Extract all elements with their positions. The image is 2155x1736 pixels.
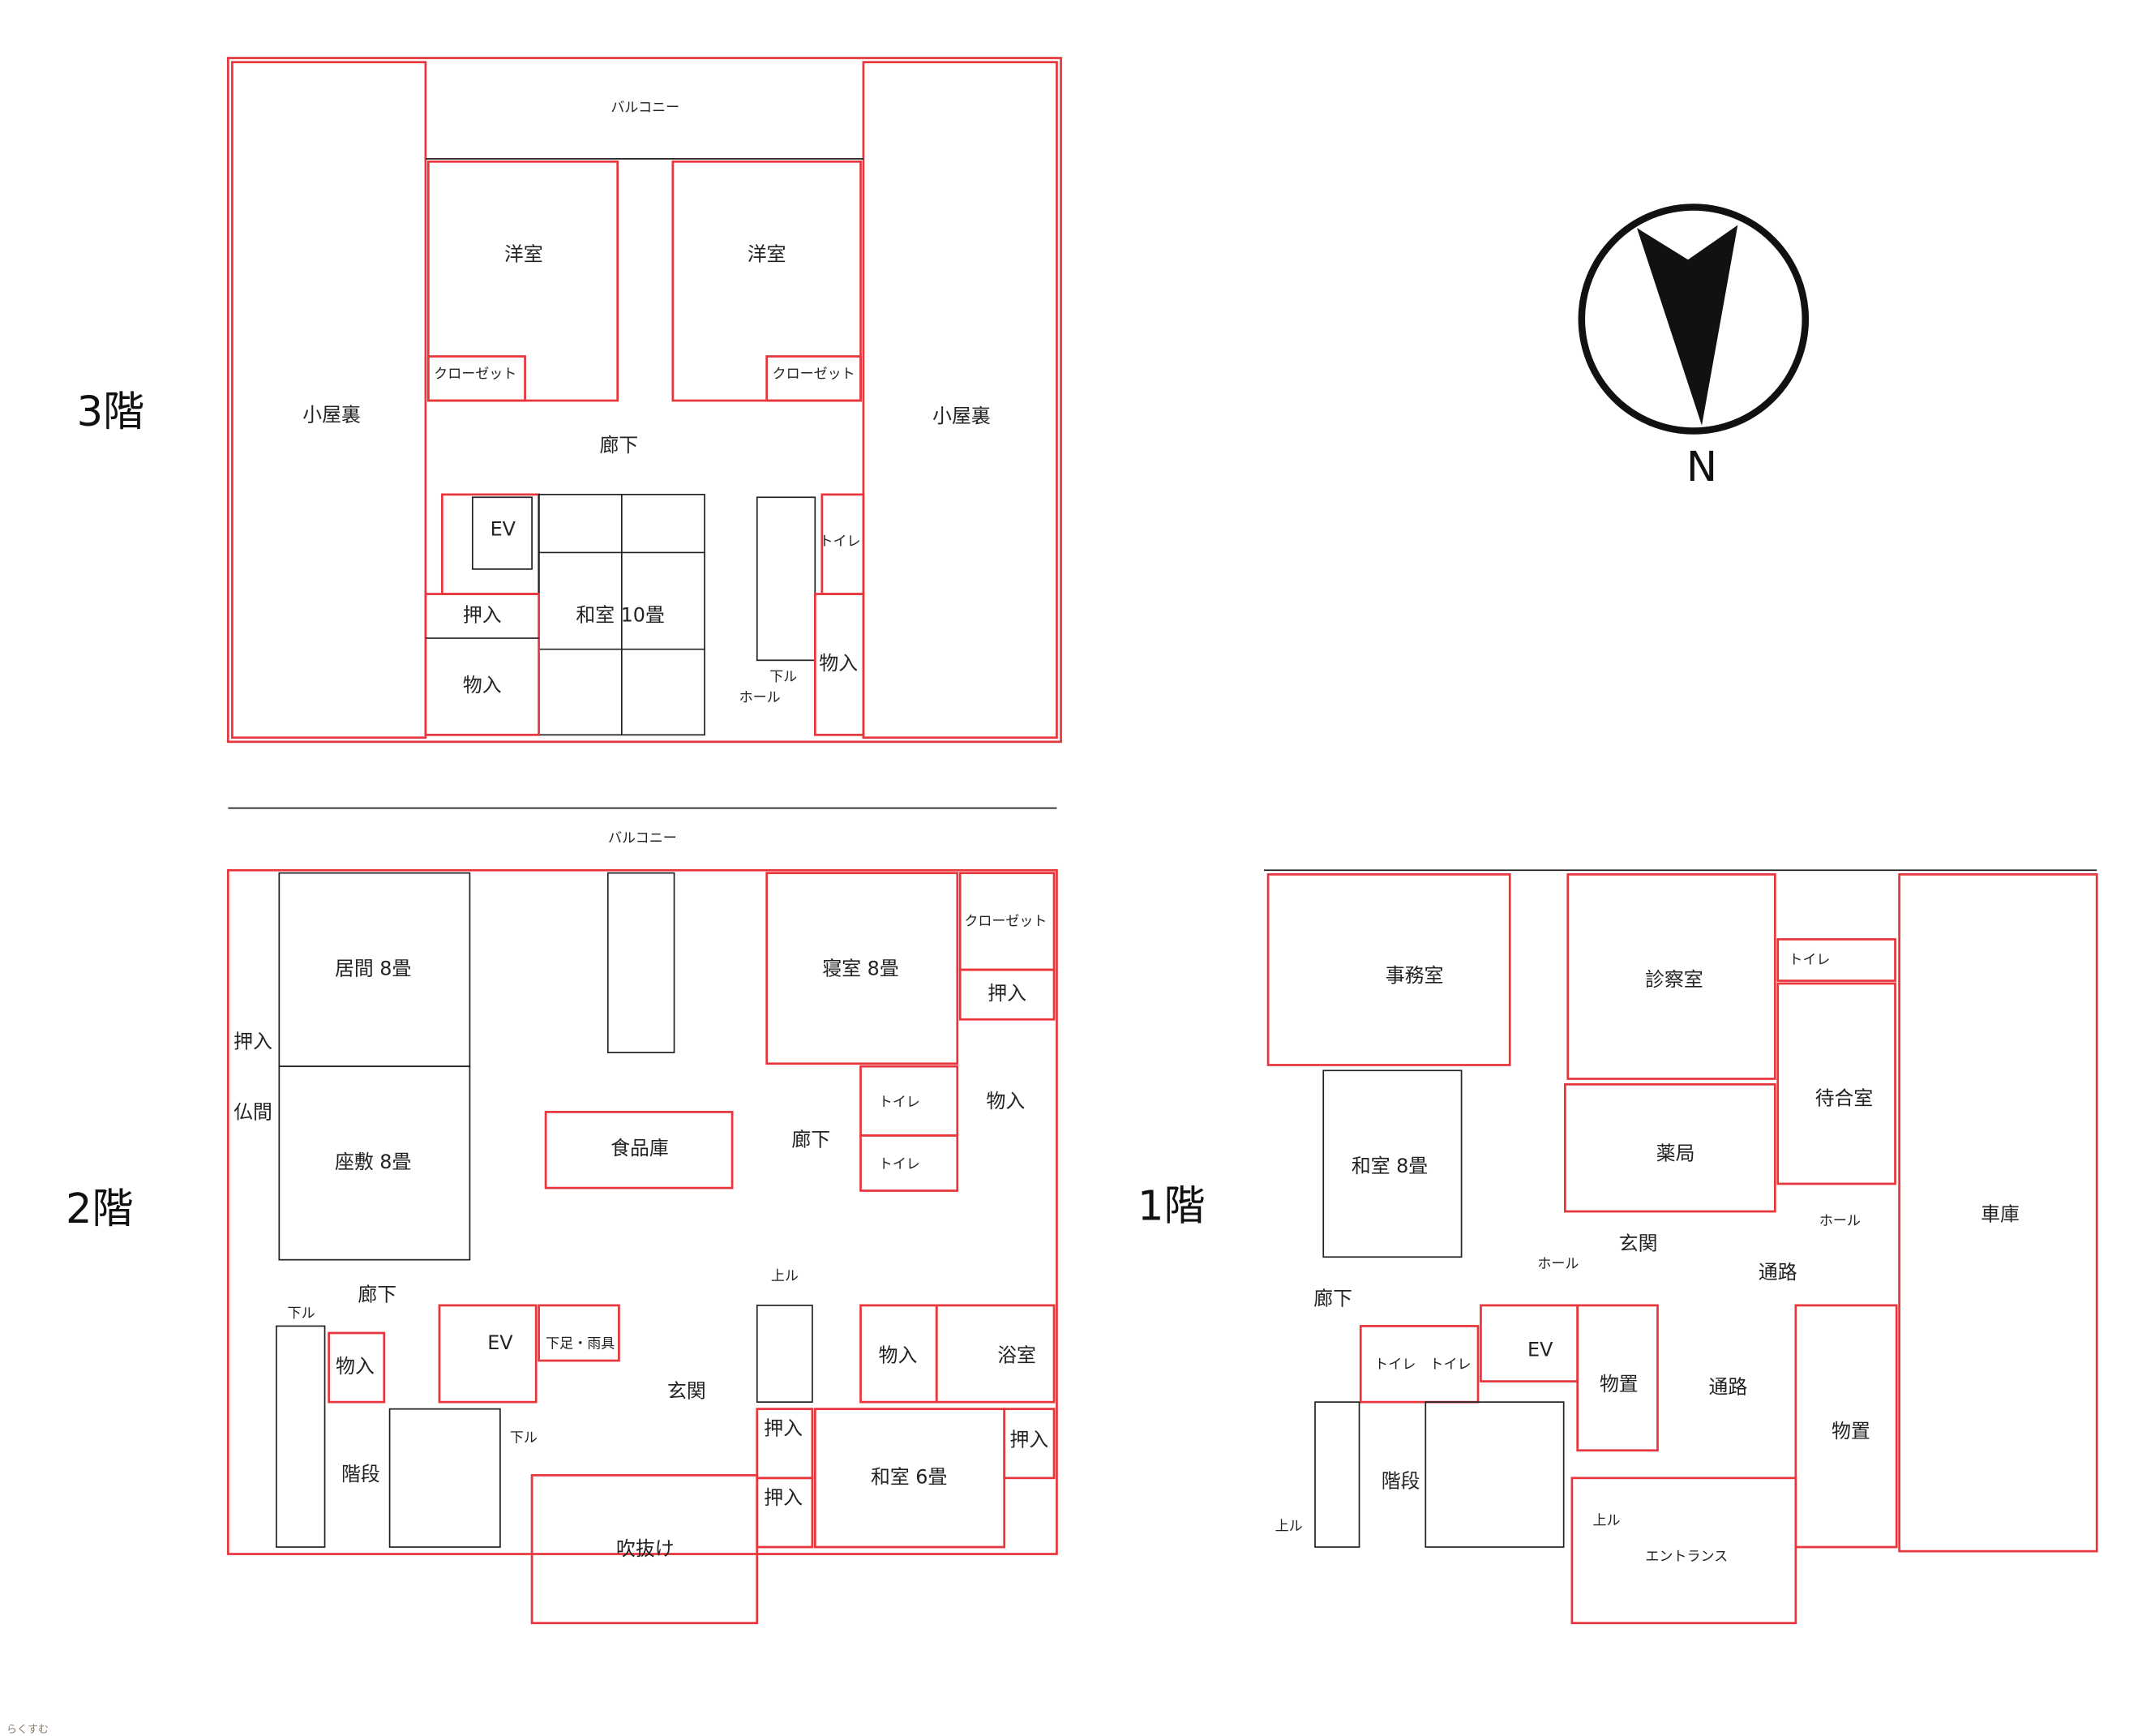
room-label: 通路 xyxy=(1759,1261,1797,1284)
room-label: EV xyxy=(487,1331,513,1354)
floor-2-label: 2階 xyxy=(66,1185,134,1233)
room-label: 物入 xyxy=(463,674,502,697)
room-label: 廊下 xyxy=(600,434,639,457)
room-label: バルコニー xyxy=(608,830,677,847)
room-label: ホール xyxy=(739,689,781,705)
north-compass: N xyxy=(1578,204,1810,491)
compass-n-label: N xyxy=(1686,444,1717,491)
room-label: 押入 xyxy=(764,1417,803,1440)
room-label: 和室 6畳 xyxy=(871,1465,947,1488)
room-label: 事務室 xyxy=(1386,964,1444,987)
room-label: 押入 xyxy=(463,603,502,626)
room-label: 待合室 xyxy=(1815,1087,1874,1110)
floor-1-plan: 事務室 診察室 トイレ 待合室 和室 8畳 薬局 ホール 車庫 玄関 ホール 通… xyxy=(1263,869,2098,1625)
room-label: 車庫 xyxy=(1981,1203,2020,1226)
room-label: 階段 xyxy=(341,1463,380,1485)
room-label: 座敷 8畳 xyxy=(335,1151,411,1173)
room-label: 押入 xyxy=(764,1486,803,1509)
room-label: 通路 xyxy=(1709,1376,1748,1399)
room-label: 押入 xyxy=(1010,1428,1049,1451)
room-label: クローゼット xyxy=(773,366,855,383)
room-label: EV xyxy=(1527,1339,1553,1361)
room-label: EV xyxy=(491,518,516,541)
room-label: 物置 xyxy=(1600,1373,1639,1395)
room-label: 物入 xyxy=(879,1344,918,1366)
room-label: 下ル xyxy=(510,1430,538,1446)
room-label: 下足・雨具 xyxy=(546,1336,615,1352)
room-label: 小屋裏 xyxy=(302,403,361,426)
room-label: 小屋裏 xyxy=(932,405,991,427)
room-label: トイレ xyxy=(879,1156,920,1172)
room-label: トイレ xyxy=(1429,1357,1471,1373)
room-label: 下ル xyxy=(769,669,797,685)
room-label: 物置 xyxy=(1832,1420,1870,1442)
room-label: 上ル xyxy=(1592,1513,1620,1529)
room-label: 和室 10畳 xyxy=(576,603,664,626)
room-label: トイレ xyxy=(819,534,860,550)
room-label: 物入 xyxy=(987,1090,1026,1112)
room-label: 下ル xyxy=(288,1305,315,1322)
room-label: 玄関 xyxy=(667,1380,706,1403)
floor-1-label: 1階 xyxy=(1137,1183,1206,1231)
room-label: 押入 xyxy=(233,1031,272,1053)
room-label: 押入 xyxy=(988,982,1026,1005)
room-label: 物入 xyxy=(336,1355,375,1378)
floor-3-plan: バルコニー 洋室 洋室 クローゼット クローゼット 小屋裏 小屋裏 廊下 EV … xyxy=(226,57,1062,744)
room-label: ホール xyxy=(1819,1213,1861,1229)
room-label: 和室 8畳 xyxy=(1352,1155,1428,1177)
room-label: 薬局 xyxy=(1656,1142,1695,1165)
room-label: 階段 xyxy=(1382,1469,1420,1492)
room-label: トイレ xyxy=(1374,1357,1416,1373)
room-label: 仏間 xyxy=(233,1101,272,1124)
room-label: クローゼット xyxy=(964,913,1047,929)
room-label: ホール xyxy=(1537,1256,1579,1272)
room-label: 吹抜け xyxy=(616,1537,675,1560)
room-label: トイレ xyxy=(1789,952,1830,968)
room-label: 診察室 xyxy=(1645,968,1703,991)
room-label: 浴室 xyxy=(997,1344,1036,1366)
room-label: 上ル xyxy=(771,1268,799,1284)
room-label: 寝室 8畳 xyxy=(822,957,898,979)
room-label: 食品庫 xyxy=(611,1137,669,1159)
room-label: 洋室 xyxy=(748,243,786,266)
floor-3-label: 3階 xyxy=(77,388,145,436)
room-label: 廊下 xyxy=(791,1129,830,1151)
room-label: 玄関 xyxy=(1619,1232,1658,1254)
floor-2-plan: バルコニー 居間 8畳 寝室 8畳 クローゼット 押入 押入 仏間 座敷 8畳 … xyxy=(226,807,1058,1625)
room-label: クローゼット xyxy=(434,366,516,383)
north-arrow-icon xyxy=(1636,225,1738,426)
room-label: 物入 xyxy=(819,652,858,675)
room-label: エントランス xyxy=(1645,1549,1728,1565)
room-label: 廊下 xyxy=(358,1283,396,1305)
room-label: 廊下 xyxy=(1313,1288,1352,1310)
room-label: バルコニー xyxy=(611,100,679,116)
room-label: トイレ xyxy=(879,1094,920,1110)
logo: らくすむ xyxy=(6,1724,49,1736)
room-label: 洋室 xyxy=(504,243,543,266)
room-label: 居間 8畳 xyxy=(335,957,411,979)
room-label: 上ル xyxy=(1275,1518,1303,1534)
